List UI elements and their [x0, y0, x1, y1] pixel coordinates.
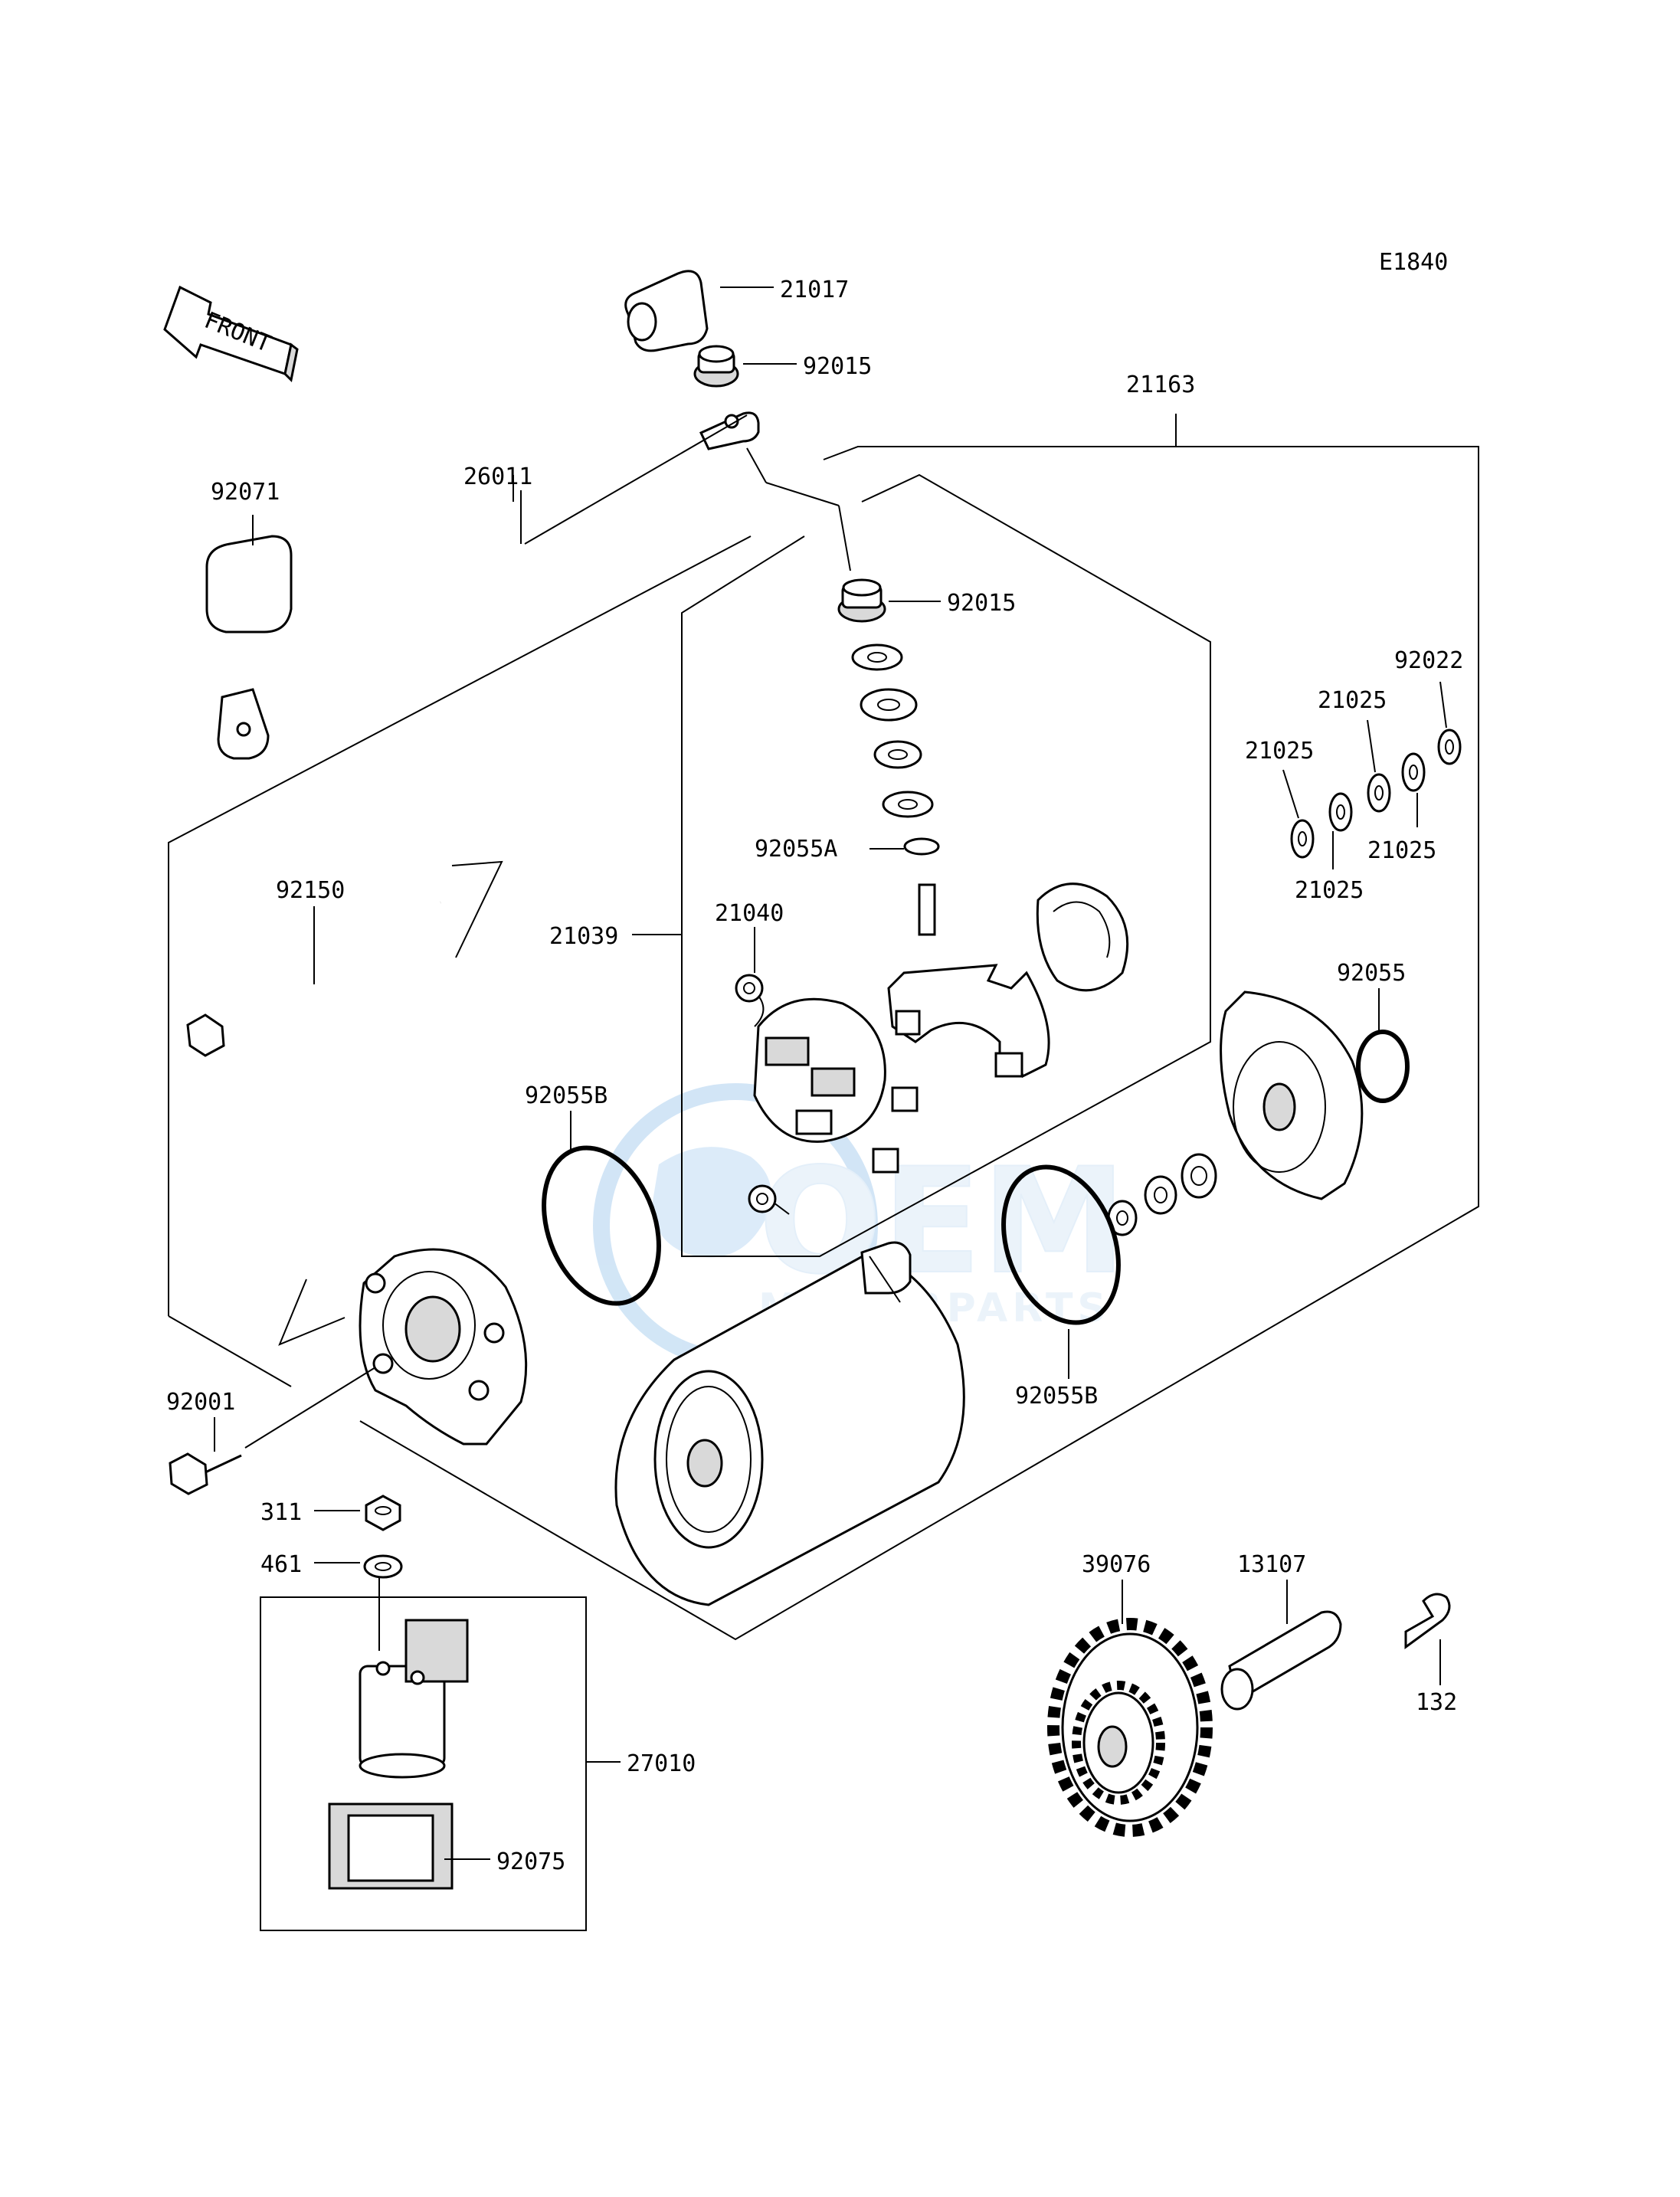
label-21163: 21163 — [1126, 372, 1195, 398]
label-311: 311 — [260, 1499, 302, 1526]
label-21025-a: 21025 — [1318, 687, 1387, 714]
label-13107: 13107 — [1237, 1551, 1306, 1578]
label-132: 132 — [1416, 1689, 1457, 1716]
oring-92055B-right — [1001, 1164, 1121, 1379]
relay-27010 — [260, 1596, 621, 1931]
label-92055B-right: 92055B — [1015, 1383, 1098, 1410]
label-92015-mid: 92015 — [947, 590, 1016, 617]
label-92055B-left: 92055B — [525, 1082, 607, 1109]
bolt-92001 — [169, 1367, 376, 1495]
label-92150: 92150 — [276, 877, 345, 904]
label-92055A: 92055A — [755, 836, 837, 863]
terminal-boot-21017 — [624, 270, 774, 352]
cap-92071 — [205, 515, 293, 634]
watermark-brand: OEM — [758, 1137, 1126, 1306]
label-461: 461 — [260, 1551, 302, 1578]
nut-311 — [314, 1495, 401, 1531]
label-21025-d: 21025 — [1295, 877, 1364, 904]
oring-92055 — [1356, 988, 1410, 1103]
label-92071: 92071 — [211, 479, 280, 506]
label-21039: 21039 — [549, 923, 618, 950]
through-bolt-92150 — [186, 900, 442, 1057]
assembly-outlines — [168, 414, 1479, 1641]
label-92015-top: 92015 — [803, 353, 872, 380]
front-cover-left — [359, 1248, 528, 1446]
nut-92015-mid — [837, 578, 941, 623]
label-92022: 92022 — [1394, 647, 1463, 674]
label-27010: 27010 — [627, 1750, 696, 1777]
label-92075: 92075 — [496, 1848, 565, 1875]
spring-21040 — [735, 927, 790, 1215]
washer-461 — [314, 1554, 403, 1651]
label-92001: 92001 — [166, 1389, 235, 1416]
brush-holder-21039 — [753, 882, 1129, 1174]
end-cover-right — [1107, 990, 1364, 1236]
washer-stack — [851, 643, 940, 856]
bolt-132 — [1404, 1593, 1451, 1685]
oring-92055B-left — [542, 1111, 661, 1306]
label-21025-c: 21025 — [1367, 837, 1436, 864]
gear-39076 — [1047, 1580, 1213, 1837]
label-21040: 21040 — [715, 900, 784, 927]
label-26011: 26011 — [463, 463, 532, 490]
starter-motor-body — [614, 1241, 965, 1606]
label-39076: 39076 — [1082, 1551, 1151, 1578]
shaft-13107 — [1220, 1580, 1342, 1711]
watermark: OEM MOTORPARTS — [593, 1083, 1127, 1368]
cable-26011 — [217, 411, 851, 760]
label-92055: 92055 — [1337, 960, 1406, 987]
diagram-code: E1840 — [1379, 249, 1448, 276]
label-21025-b: 21025 — [1245, 738, 1314, 765]
nut-92015-top — [693, 345, 797, 388]
front-arrow-icon: FRONT — [163, 285, 299, 383]
small-washers-21025 — [1282, 681, 1462, 869]
label-21017: 21017 — [780, 277, 849, 303]
